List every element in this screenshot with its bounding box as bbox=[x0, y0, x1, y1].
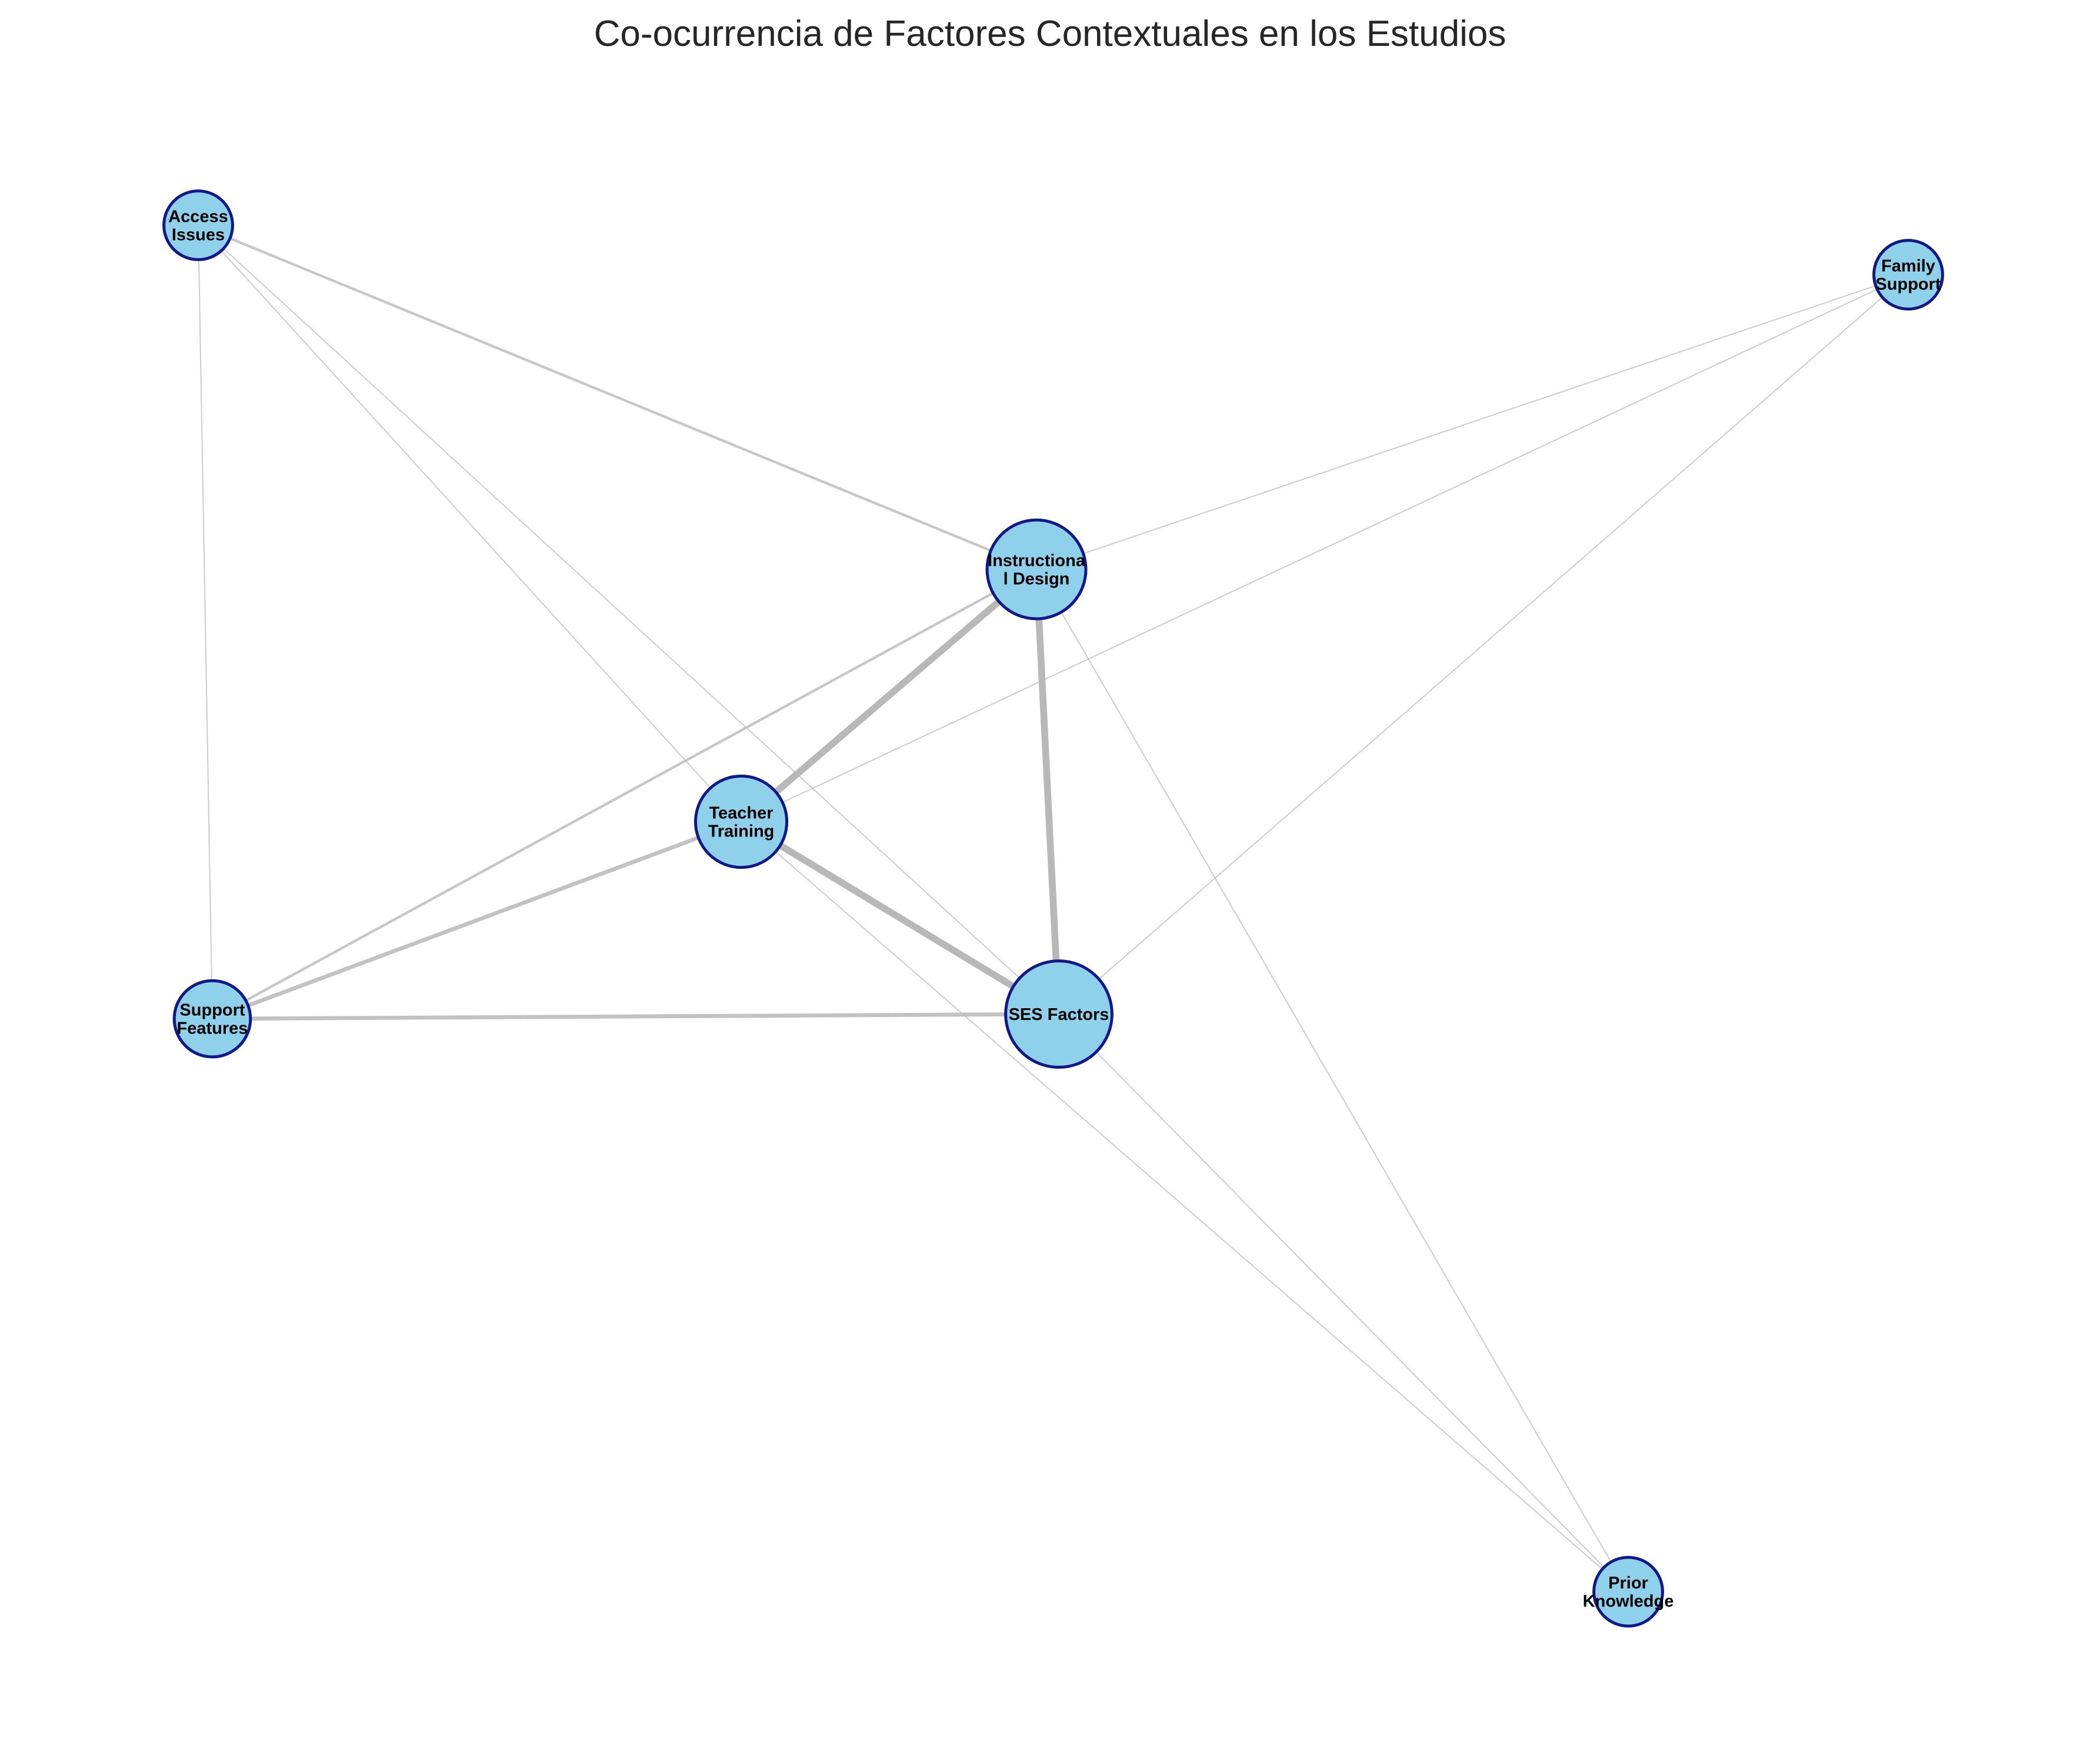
node-circle bbox=[1004, 959, 1114, 1069]
edge-instructional-design-ses-factors bbox=[1033, 566, 1062, 1018]
edge-support-features-ses-factors bbox=[210, 1012, 1061, 1021]
edge-family-support-teacher-training bbox=[741, 274, 1909, 822]
node-label: Family bbox=[1881, 257, 1935, 276]
node-label: Instructiona bbox=[988, 552, 1086, 571]
node-label: Support bbox=[179, 1001, 245, 1020]
node-label: Issues bbox=[172, 226, 225, 245]
node-label: l Design bbox=[1004, 570, 1070, 589]
diagram-title: Co-ocurrencia de Factores Contextuales e… bbox=[594, 14, 1506, 54]
edge-access-issues-instructional-design bbox=[196, 224, 1038, 571]
edge-access-issues-support-features bbox=[198, 225, 213, 1019]
node-circle bbox=[985, 518, 1088, 621]
edge-prior-knowledge-ses-factors bbox=[1058, 1013, 1629, 1592]
node-label: Training bbox=[708, 822, 775, 841]
edge-teacher-training-ses-factors bbox=[738, 818, 1062, 1018]
node-label: Support bbox=[1875, 275, 1941, 294]
edge-support-features-instructional-design bbox=[211, 568, 1038, 1021]
node-label: Teacher bbox=[709, 804, 773, 823]
node-circle bbox=[1592, 1556, 1664, 1628]
edge-support-features-teacher-training bbox=[210, 819, 744, 1021]
edge-access-issues-ses-factors bbox=[198, 225, 1059, 1015]
node-label: Prior bbox=[1608, 1574, 1648, 1593]
node-circle bbox=[162, 189, 234, 261]
edge-layer bbox=[196, 224, 1909, 1592]
edge-family-support-ses-factors bbox=[1058, 274, 1909, 1015]
node-label: SES Factors bbox=[1009, 1005, 1109, 1024]
node-circle bbox=[172, 979, 252, 1059]
edge-prior-knowledge-teacher-training bbox=[741, 821, 1629, 1592]
node-label: Knowledge bbox=[1583, 1592, 1674, 1611]
node-label: Features bbox=[177, 1019, 248, 1038]
node-circle bbox=[1872, 239, 1944, 311]
node-ses-factors: SES Factors bbox=[1004, 959, 1114, 1069]
edge-prior-knowledge-instructional-design bbox=[1036, 569, 1629, 1592]
node-circle bbox=[694, 774, 789, 869]
edge-instructional-design-teacher-training bbox=[738, 566, 1040, 825]
node-label: Access bbox=[168, 208, 228, 226]
edge-family-support-instructional-design bbox=[1036, 274, 1909, 570]
edge-access-issues-teacher-training bbox=[198, 225, 742, 822]
